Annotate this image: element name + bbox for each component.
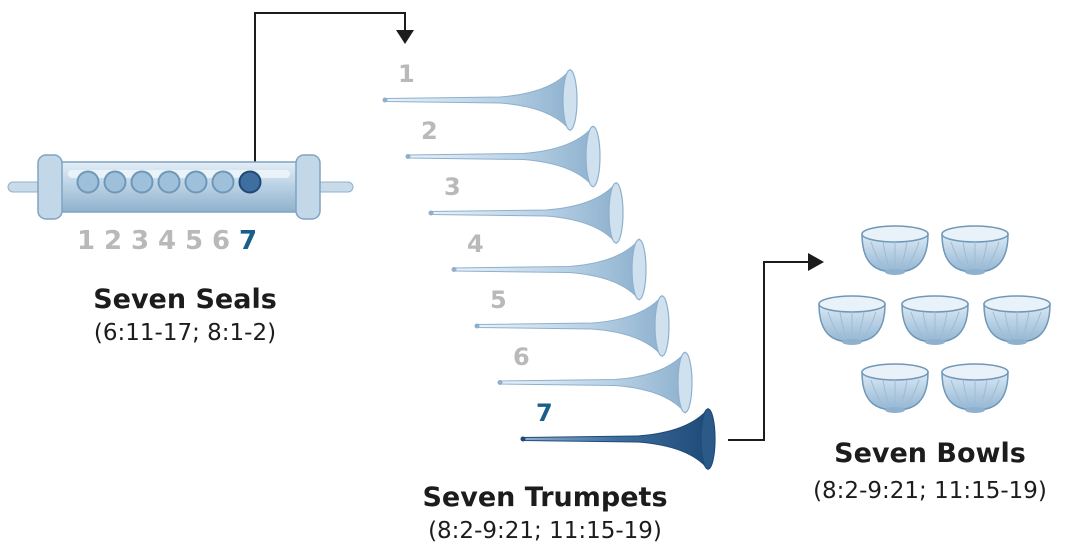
trumpets-reference: (8:2-9:21; 11:15-19) [428,518,662,544]
seal-number-7: 7 [238,226,258,256]
trumpet-number-6: 6 [513,342,530,371]
trumpet-number-5: 5 [490,286,507,314]
seals-reference: (6:11-17; 8:1-2) [93,320,277,346]
bowl-4 [901,295,969,345]
bowl-5 [983,295,1051,345]
seal-6 [211,170,235,194]
seals-title: Seven Seals [93,284,277,315]
seal-number-1: 1 [76,226,96,256]
seal-1 [76,170,100,194]
trumpet-number-2: 2 [421,116,438,145]
trumpet-number-1: 1 [398,60,415,88]
trumpet-6 [497,351,693,414]
seal-2 [103,170,127,194]
seal-number-2: 2 [103,226,123,256]
trumpet-2 [405,125,601,188]
trumpet-3 [428,181,624,245]
seal-dots [76,170,262,194]
trumpet-5 [474,294,670,358]
bowls-reference: (8:2-9:21; 11:15-19) [813,478,1047,504]
trumpets-title: Seven Trumpets [422,482,668,513]
scroll-icon [7,154,354,220]
trumpet-number-7: 7 [536,399,553,427]
bowl-6 [861,363,929,413]
trumpet-number-4: 4 [467,229,484,258]
seals-to-trumpets-arrow [254,12,414,168]
trumpet-4 [451,238,647,301]
seal-number-5: 5 [184,226,204,256]
trumpet-number-3: 3 [444,173,461,201]
seal-number-6: 6 [211,226,231,256]
bowl-1 [861,225,929,275]
seal-3 [130,170,154,194]
bowls-group [818,225,1051,413]
bowls-title: Seven Bowls [834,438,1026,469]
trumpets-to-bowls-arrow [728,253,824,441]
seal-4 [157,170,181,194]
trumpet-1 [382,68,578,132]
bowl-7 [941,363,1009,413]
bowl-2 [941,225,1009,275]
trumpet-7 [520,407,716,471]
seal-5 [184,170,208,194]
bowl-3 [818,295,886,345]
seal-number-4: 4 [157,226,177,256]
trumpets-group [382,68,716,471]
seal-7 [238,170,262,194]
seal-number-3: 3 [130,226,150,256]
